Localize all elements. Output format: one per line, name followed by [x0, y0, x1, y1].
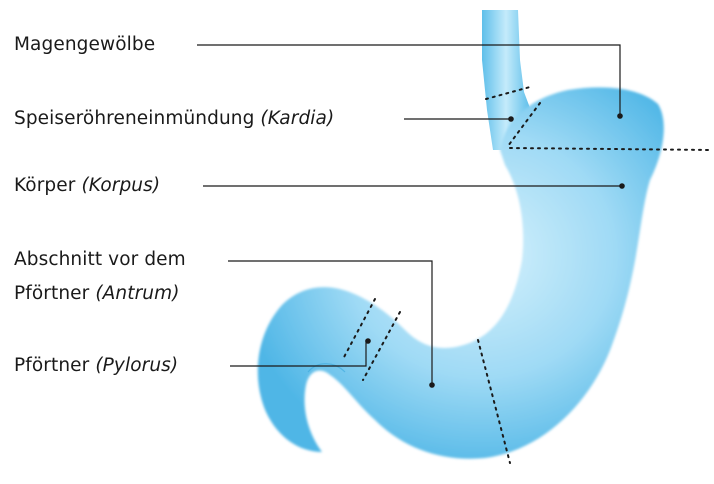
label-fundus: Magengewölbe — [14, 33, 155, 57]
label-antrum-line1: Abschnitt vor dem — [14, 248, 186, 272]
label-cardia: Speiseröhreneinmündung (Kardia) — [14, 107, 334, 131]
label-cardia-latin: (Kardia) — [260, 108, 334, 129]
label-fundus-text: Magengewölbe — [14, 34, 155, 55]
label-antrum-text: Pförtner — [14, 283, 95, 304]
stomach-body — [258, 87, 664, 458]
label-corpus: Körper (Korpus) — [14, 174, 160, 198]
label-antrum-line2: Pförtner (Antrum) — [14, 282, 186, 306]
label-pylorus-text: Pförtner — [14, 355, 95, 376]
label-corpus-text: Körper — [14, 175, 81, 196]
label-antrum: Abschnitt vor dem Pförtner (Antrum) — [14, 248, 186, 306]
label-corpus-latin: (Korpus) — [81, 175, 160, 196]
label-cardia-text: Speiseröhreneinmündung — [14, 108, 260, 129]
label-antrum-latin: (Antrum) — [95, 283, 179, 304]
label-pylorus-latin: (Pylorus) — [95, 355, 178, 376]
label-pylorus: Pförtner (Pylorus) — [14, 354, 178, 378]
